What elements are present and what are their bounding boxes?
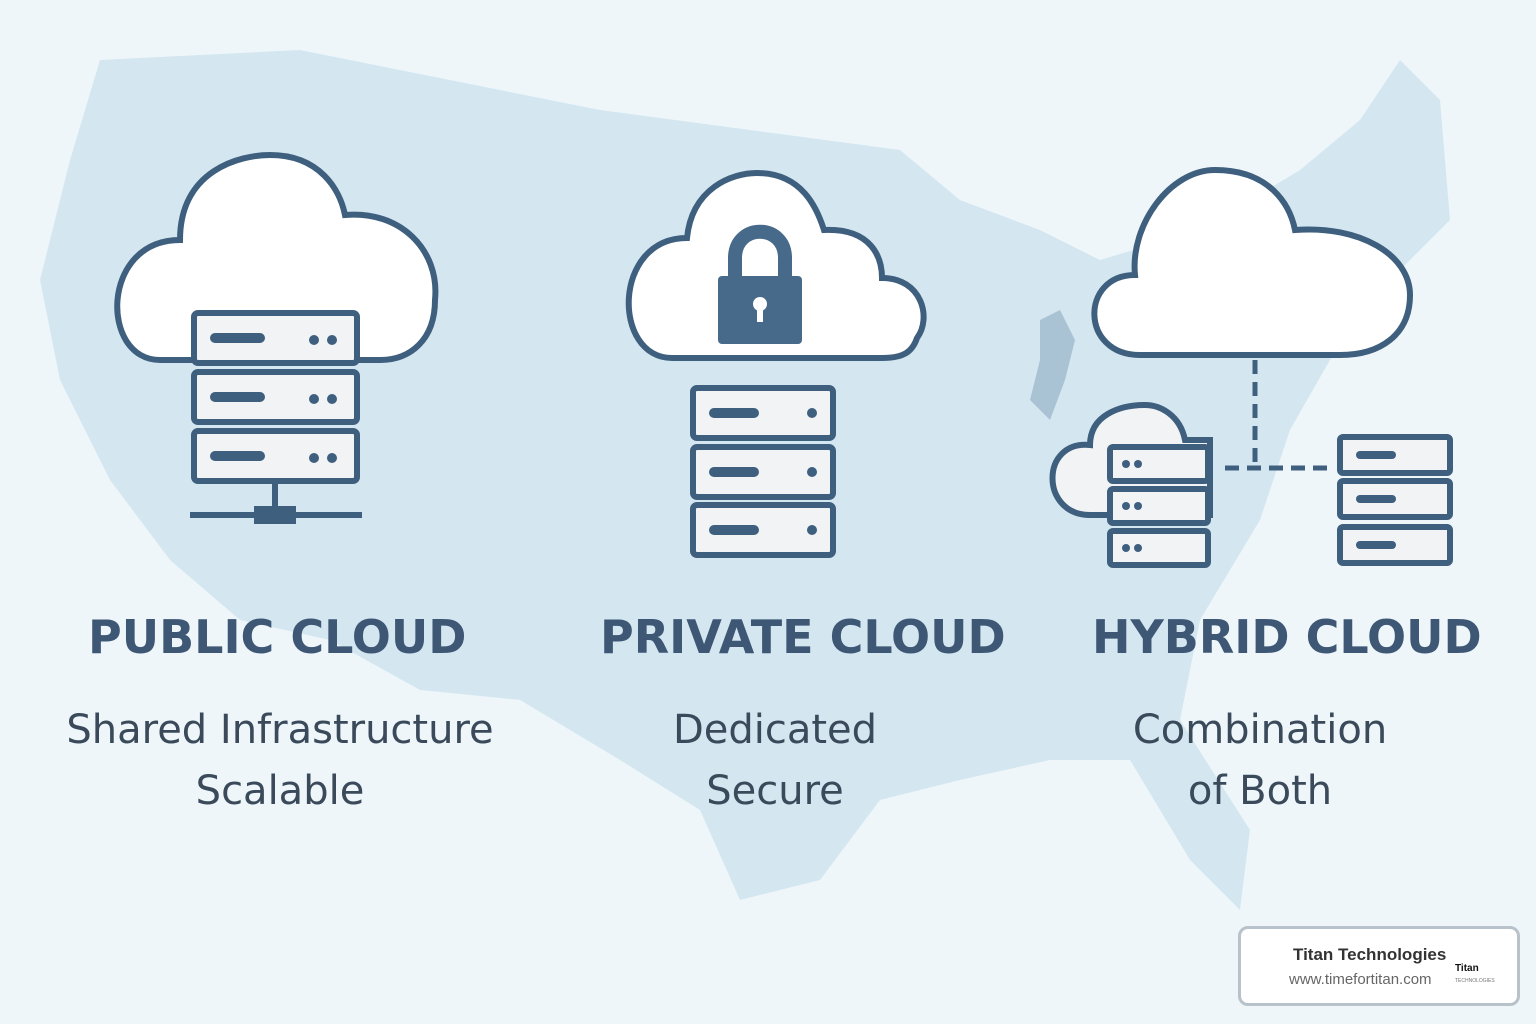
company-url[interactable]: www.timefortitan.com bbox=[1289, 971, 1432, 988]
cloud-server-network-icon bbox=[114, 151, 439, 524]
description-line: Scalable bbox=[195, 768, 365, 814]
description-line: of Both bbox=[1187, 768, 1333, 814]
company-badge: Titan Technologies www.timefortitan.com … bbox=[1238, 926, 1520, 1006]
description-line: Dedicated bbox=[672, 707, 878, 753]
description-line: Combination bbox=[1132, 707, 1388, 753]
private-cloud-title: PRIVATE CLOUD bbox=[600, 610, 1006, 664]
hybrid-cloud-icon bbox=[1049, 166, 1453, 568]
public-cloud-description: Shared Infrastructure Scalable bbox=[60, 700, 500, 822]
hybrid-cloud-description: Combination of Both bbox=[1060, 700, 1460, 822]
cloud-lock-server-icon bbox=[625, 169, 927, 558]
company-name: Titan Technologies bbox=[1293, 945, 1447, 964]
hybrid-cloud-title: HYBRID CLOUD bbox=[1092, 610, 1482, 664]
description-line: Secure bbox=[706, 768, 844, 814]
public-cloud-title: PUBLIC CLOUD bbox=[88, 610, 467, 664]
private-cloud-description: Dedicated Secure bbox=[560, 700, 990, 822]
description-line: Shared Infrastructure bbox=[66, 707, 494, 753]
